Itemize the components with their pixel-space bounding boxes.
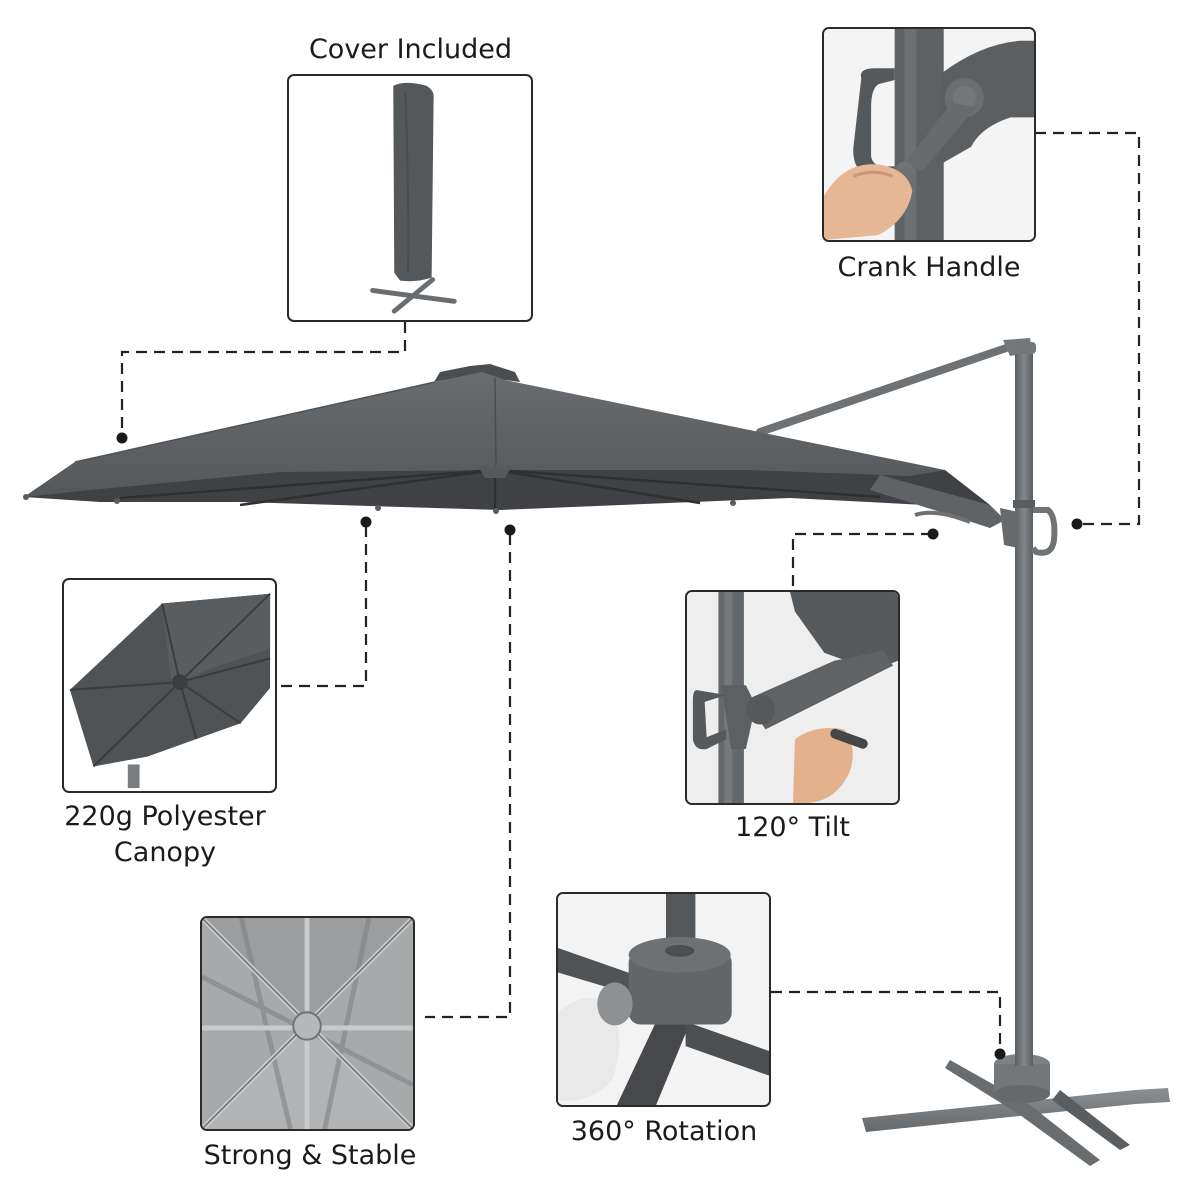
leader-cover: [120, 322, 407, 430]
canopy-top-view-icon: [69, 593, 271, 789]
crank-handle-image: [822, 27, 1036, 242]
tilt-image: [685, 590, 900, 805]
leader-tilt: [791, 532, 932, 590]
polyester-canopy-label-line1: 220g Polyester: [64, 801, 266, 832]
umbrella-canopy: [23, 364, 990, 514]
frame-ribs-icon: [202, 918, 413, 1129]
polyester-canopy-label-line2: Canopy: [113, 837, 217, 868]
rotation-base-icon: [558, 894, 769, 1105]
cantilever-arm: [870, 475, 1005, 528]
leader-frame: [425, 534, 512, 1019]
leader-crank: [1035, 131, 1141, 526]
rotation-image: [556, 892, 771, 1107]
cover-included-image: [287, 74, 533, 322]
tilt-label: 120° Tilt: [735, 812, 850, 843]
strong-stable-label: Strong & Stable: [203, 1140, 417, 1171]
tilt-mechanism-icon: [687, 592, 898, 803]
umbrella-pole: [1000, 342, 1058, 1035]
leader-rotation: [771, 990, 1002, 1050]
umbrella-cover-icon: [370, 82, 457, 314]
polyester-canopy-image: [62, 578, 277, 793]
crank-handle-icon: [824, 29, 1034, 240]
cover-included-label: Cover Included: [308, 34, 513, 65]
crank-handle-label: Crank Handle: [837, 252, 1021, 283]
cross-base: [862, 1030, 1170, 1166]
rotation-label: 360° Rotation: [570, 1116, 758, 1147]
leader-canopy: [278, 526, 368, 688]
strong-stable-image: [200, 916, 415, 1131]
support-arm: [756, 338, 1032, 436]
